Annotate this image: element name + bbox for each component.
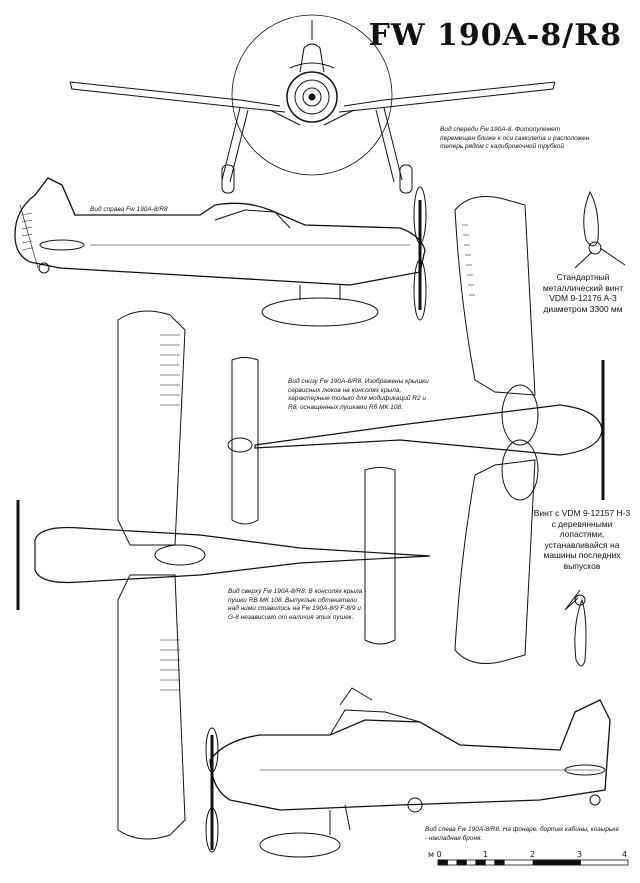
scale-label-1: 1 — [483, 850, 489, 859]
right-side-view — [14, 177, 427, 327]
top-view-caption: Вид сверху Fw 190A-8/R8. В консолях крыл… — [228, 588, 367, 621]
left-view-caption: Вид слева Fw 190A-8/R8. На фонаре, борта… — [425, 826, 619, 842]
propeller-standard-caption: Стандартный металлический винт VDM 9-121… — [542, 272, 624, 314]
scale-label-0: м 0 — [428, 850, 442, 859]
left-side-view — [205, 687, 611, 858]
front-view — [69, 14, 556, 194]
propeller-standard — [574, 190, 626, 269]
bottom-view — [227, 196, 605, 664]
front-view-caption: Вид спереди Fw 190A-8. Фотопулемет перем… — [440, 126, 590, 150]
top-view — [16, 310, 431, 840]
propeller-wood — [564, 589, 587, 667]
scale-label-2: 2 — [530, 850, 536, 859]
scale-label-4: 4 — [622, 850, 628, 859]
right-view-caption: Вид справа Fw 190A-8/R8 — [90, 206, 168, 213]
bottom-view-caption: Вид снизу Fw 190A-8/R8. Изображены крышк… — [288, 378, 429, 411]
scale-label-3: 3 — [577, 850, 583, 859]
propeller-wood-caption: Винт с VDM 9-12157 H-3 с деревянными лоп… — [533, 508, 631, 571]
scale-bar — [437, 859, 629, 866]
drawing-title: FW 190A-8/R8 — [368, 18, 622, 53]
